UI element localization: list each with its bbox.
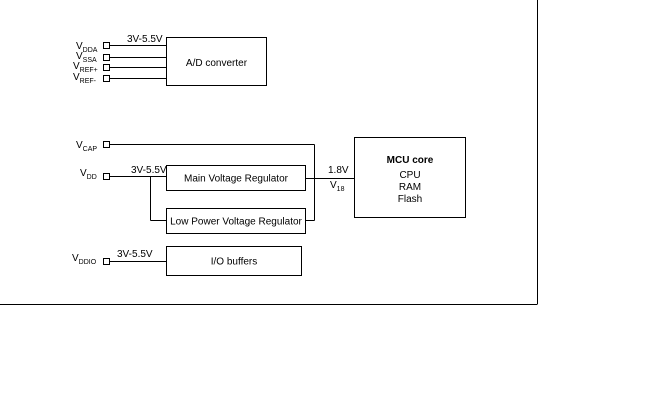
pin-vdd-terminal — [103, 173, 110, 180]
pin-vref-plus-terminal — [103, 64, 110, 71]
pin-vddio: VDDIO — [72, 253, 167, 266]
v18-label: V18 — [330, 180, 345, 193]
adc-label: A/D converter — [186, 58, 248, 69]
main-regulator-label: Main Voltage Regulator — [184, 174, 289, 185]
pin-vref-minus: VREF- — [73, 72, 167, 85]
pin-vssa: VSSA — [76, 51, 167, 64]
vddio-supply-voltage: 3V-5.5V — [117, 249, 153, 260]
pin-vdda-terminal — [103, 42, 110, 49]
mcu-core-item-ram: RAM — [399, 182, 421, 193]
pin-vref-plus: VREF+ — [73, 61, 167, 74]
mcu-core-item-cpu: CPU — [399, 170, 420, 181]
pin-vref-minus-label: VREF- — [73, 72, 97, 85]
adc-block — [166, 37, 267, 86]
io-buffers-block — [166, 246, 302, 276]
pin-vdd: VDD — [80, 168, 167, 221]
mcu-core-item-flash: Flash — [398, 194, 422, 205]
pin-vdda-label: VDDA — [76, 41, 98, 54]
pin-vcap-label: VCAP — [76, 140, 97, 153]
main-regulator-block — [166, 165, 306, 191]
pin-vddio-terminal — [103, 258, 110, 265]
io-buffers-label: I/O buffers — [211, 257, 258, 268]
adc-supply-voltage: 3V-5.5V — [127, 34, 163, 45]
pin-vssa-label: VSSA — [76, 51, 97, 64]
core-voltage-label: 1.8V — [328, 165, 349, 176]
pin-vdd-label: VDD — [80, 168, 97, 181]
pin-vddio-label: VDDIO — [72, 253, 97, 266]
pin-vcap-terminal — [103, 141, 110, 148]
mcu-core-block — [354, 137, 466, 218]
pin-vref-minus-terminal — [103, 75, 110, 82]
low-power-regulator-label: Low Power Voltage Regulator — [170, 217, 302, 228]
pin-vref-plus-label: VREF+ — [73, 61, 98, 74]
pin-vcap: VCAP — [76, 140, 315, 153]
pin-vdda: VDDA — [76, 41, 167, 54]
vdd-supply-voltage: 3V-5.5V — [131, 165, 167, 176]
mcu-core-title: MCU core — [387, 155, 434, 166]
low-power-regulator-block — [166, 208, 306, 234]
pin-vssa-terminal — [103, 54, 110, 61]
